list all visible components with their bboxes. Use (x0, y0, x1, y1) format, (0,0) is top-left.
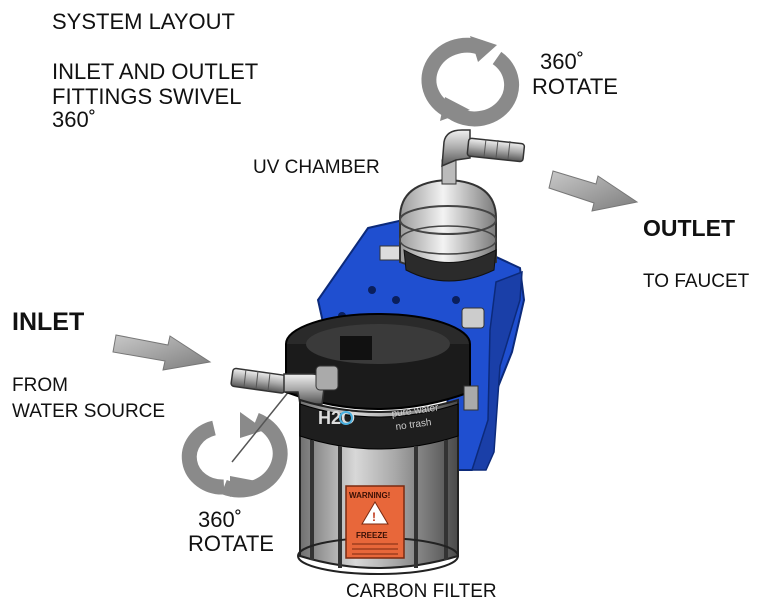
outlet-arrow (548, 170, 639, 212)
swivel-note-line2: FITTINGS SWIVEL (52, 84, 242, 109)
rotate-bottom-arrowhead2-icon (230, 476, 256, 497)
outlet-label: OUTLET (643, 215, 735, 241)
rotate-top-degrees: 360˚ (540, 49, 585, 74)
carbon-filter-canister (297, 398, 459, 575)
logo-drop-icon (339, 411, 353, 425)
freeze-text: FREEZE (356, 531, 388, 540)
filter-head (285, 307, 485, 411)
band-text-2: no trash (395, 417, 432, 433)
inlet-fitting (230, 365, 339, 405)
swivel-axis-line (231, 389, 291, 463)
warning-triangle-icon (361, 501, 389, 525)
inlet-source-line2: WATER SOURCE (12, 401, 166, 422)
uv-chamber (399, 159, 497, 282)
outlet-fitting (441, 129, 526, 168)
inlet-label: INLET (12, 308, 85, 336)
rotate-top-arrowhead-icon (470, 36, 497, 62)
rotate-top-label: ROTATE (532, 74, 618, 99)
swivel-note-line1: INLET AND OUTLET (52, 59, 259, 84)
rotate-bottom-arrowhead-icon (240, 412, 265, 438)
warning-sticker: WARNING! ! FREEZE (345, 485, 405, 559)
warning-text: WARNING! (349, 491, 390, 500)
swivel-note-line3: 360˚ (52, 107, 97, 132)
outlet-destination: TO FAUCET (643, 271, 750, 292)
inlet-arrow (112, 334, 212, 371)
rotate-bottom-degrees: 360˚ (198, 507, 243, 532)
inlet-source-line1: FROM (12, 375, 68, 396)
brand-logo: H2O (318, 408, 355, 428)
rotate-bottom-label: ROTATE (188, 531, 274, 556)
rotate-top-icon (421, 37, 520, 127)
uv-chamber-label: UV CHAMBER (253, 157, 380, 178)
rotate-top-arrowhead2-icon (440, 97, 470, 121)
svg-text:!: ! (372, 510, 376, 524)
diagram-title: SYSTEM LAYOUT (52, 9, 235, 34)
carbon-filter-label: CARBON FILTER (346, 581, 497, 602)
